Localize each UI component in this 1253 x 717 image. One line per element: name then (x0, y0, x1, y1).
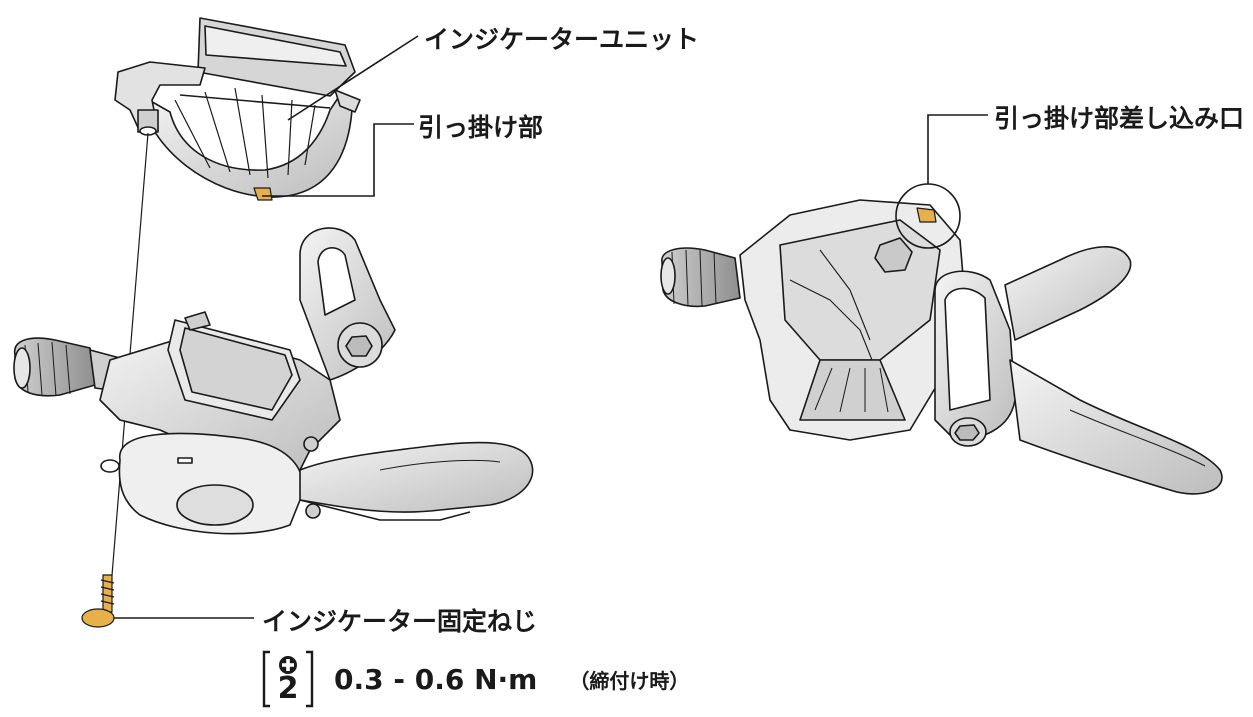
label-indicator-screw: インジケーター固定ねじ (262, 607, 538, 636)
torque-note: （締付け時） (569, 668, 690, 693)
leader-lines (114, 35, 988, 619)
shifter-body-right (660, 199, 1223, 495)
phillips-bit-icon: 2 (262, 650, 314, 708)
indicator-screw (81, 574, 115, 628)
shifter-body-left (13, 227, 534, 535)
label-hook-slot: 引っ掛け部差し込み口 (994, 104, 1245, 133)
torque-value: 0.3 - 0.6 N·m (334, 662, 538, 696)
label-hook: 引っ掛け部 (418, 113, 544, 142)
label-indicator-unit: インジケーターユニット (424, 25, 700, 54)
torque-spec: 2 0.3 - 0.6 N·m （締付け時） (262, 648, 689, 710)
indicator-unit (114, 17, 361, 201)
phillips-bit-number: 2 (277, 671, 299, 706)
